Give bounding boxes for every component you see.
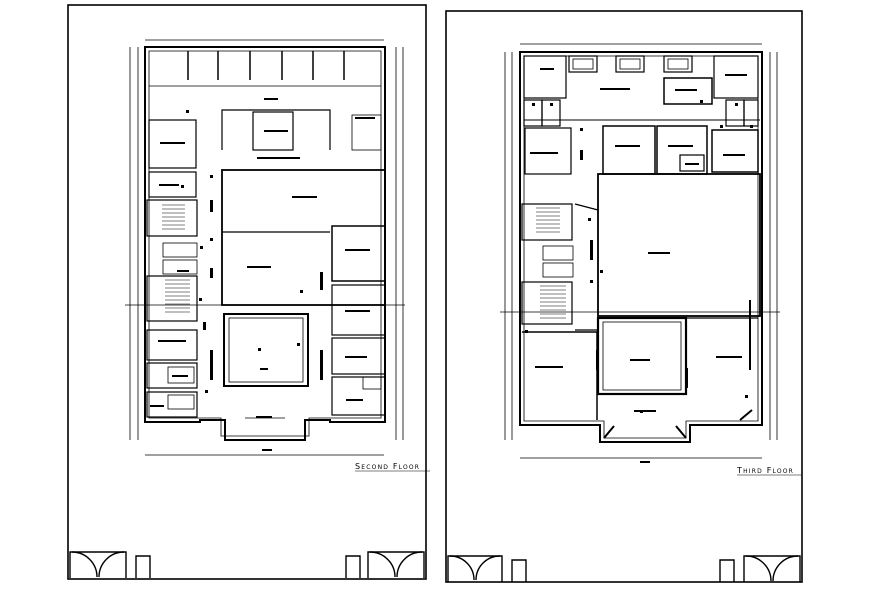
hall-main — [597, 173, 761, 317]
parking-stalls — [149, 51, 381, 87]
sheet-border — [445, 10, 803, 583]
sheet-title-second-floor: Second Floor — [355, 462, 420, 471]
sheet-second-floor: Second Floor — [67, 4, 430, 580]
garage-doors — [447, 555, 801, 582]
staircase-upper — [146, 199, 198, 237]
columns — [525, 68, 753, 463]
atrium — [223, 313, 309, 387]
staircase-lower — [146, 275, 198, 322]
sheet-border — [67, 4, 427, 580]
dimension-lines — [500, 43, 780, 459]
building-outline — [144, 46, 386, 441]
garage-doors — [69, 551, 425, 578]
building-outline — [519, 51, 763, 443]
sheet-third-floor: Third Floor — [445, 10, 803, 583]
sheet-title-third-floor: Third Floor — [736, 466, 794, 475]
staircase-lower — [521, 281, 573, 325]
staircase-upper — [521, 203, 573, 241]
columns — [150, 98, 375, 451]
lobby-block — [221, 109, 331, 159]
dimension-lines — [125, 39, 405, 456]
